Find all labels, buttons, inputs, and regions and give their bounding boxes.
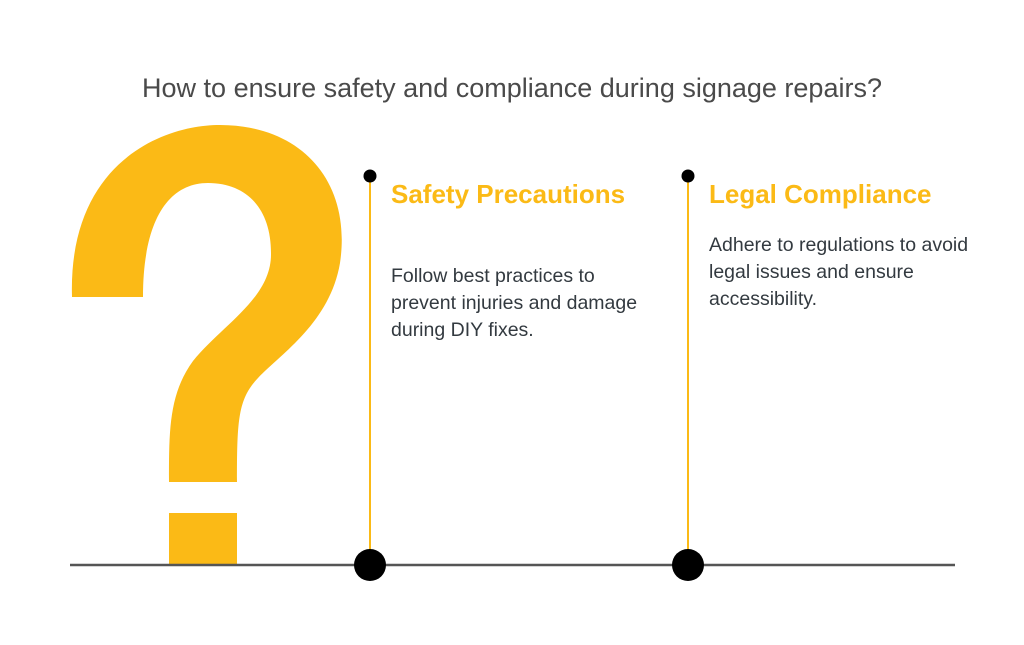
question-mark-dot [169,513,237,565]
item-text-legal-compliance: Adhere to regulations to avoid legal iss… [709,234,969,310]
timeline-node-0 [354,549,386,581]
item-heading-safety-precautions: Safety Precautions [391,179,626,209]
question-mark-curve [71,125,342,482]
timeline-node-1 [672,549,704,581]
connector-top-dot-0 [363,169,377,183]
connector-top-dot-1 [681,169,695,183]
item-heading-legal-compliance: Legal Compliance [709,179,932,209]
item-text-safety-precautions: Follow best practices to prevent injurie… [391,265,638,341]
question-mark-icon [71,125,342,565]
page-title: How to ensure safety and compliance duri… [142,73,882,103]
